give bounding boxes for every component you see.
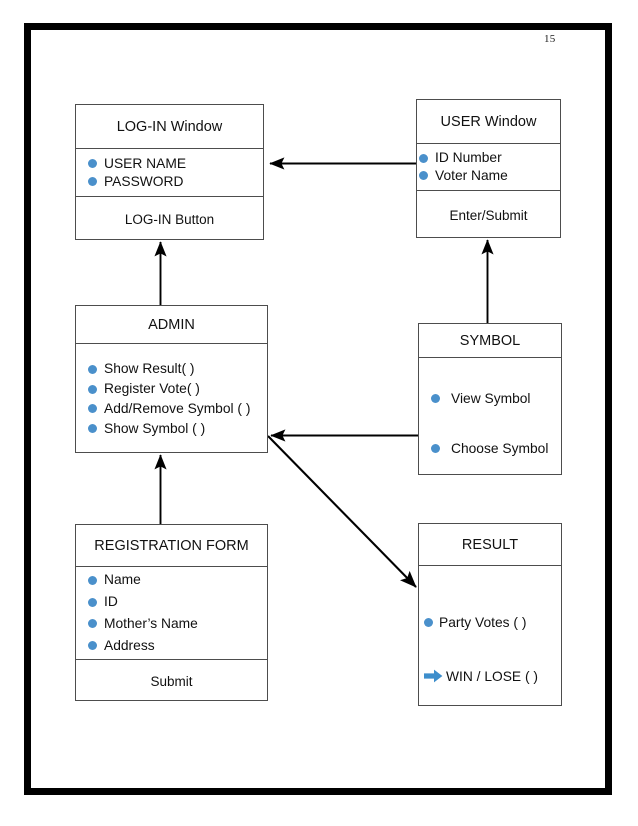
class-attributes-registration-form: Name ID Mother’s Name Address bbox=[76, 567, 267, 660]
class-box-result[interactable]: RESULT Party Votes ( ) WIN / LOSE ( ) bbox=[418, 523, 562, 706]
list-item: Register Vote( ) bbox=[88, 381, 267, 397]
list-item: Choose Symbol bbox=[431, 441, 561, 457]
list-item: Voter Name bbox=[419, 168, 560, 184]
class-attributes-admin: Show Result( ) Register Vote( ) Add/Remo… bbox=[76, 344, 267, 454]
bullet-dot-icon bbox=[88, 619, 97, 629]
list-item: Party Votes ( ) bbox=[424, 615, 561, 631]
list-item: Add/Remove Symbol ( ) bbox=[88, 401, 267, 417]
class-attributes-symbol: View Symbol Choose Symbol bbox=[419, 358, 561, 476]
bullet-dot-icon bbox=[88, 404, 97, 414]
bullet-dot-icon bbox=[88, 641, 97, 651]
list-item: ID Number bbox=[419, 150, 560, 166]
bullet-dot-icon bbox=[419, 171, 428, 181]
list-item: Address bbox=[88, 638, 267, 654]
right-arrow-bullet-icon bbox=[424, 669, 443, 683]
page-number: 15 bbox=[544, 33, 556, 45]
class-box-user-window[interactable]: USER Window ID Number Voter Name Enter/S… bbox=[416, 99, 561, 238]
class-box-admin[interactable]: ADMIN Show Result( ) Register Vote( ) Ad… bbox=[75, 305, 268, 453]
bullet-dot-icon bbox=[419, 153, 428, 163]
bullet-dot-icon bbox=[88, 384, 97, 394]
list-item: Mother’s Name bbox=[88, 616, 267, 632]
class-footer-login-window[interactable]: LOG-IN Button bbox=[124, 211, 215, 227]
list-item: WIN / LOSE ( ) bbox=[424, 669, 561, 685]
list-item: Name bbox=[88, 572, 267, 588]
class-attributes-user-window: ID Number Voter Name bbox=[417, 144, 560, 191]
class-title-registration-form: REGISTRATION FORM bbox=[76, 525, 267, 567]
bullet-dot-icon bbox=[88, 424, 97, 434]
list-item: View Symbol bbox=[431, 391, 561, 407]
class-box-registration-form[interactable]: REGISTRATION FORM Name ID Mother’s Name … bbox=[75, 524, 268, 701]
class-title-user-window: USER Window bbox=[417, 100, 560, 144]
bullet-dot-icon bbox=[424, 618, 433, 628]
bullet-dot-icon bbox=[88, 364, 97, 374]
list-item: PASSWORD bbox=[88, 174, 263, 190]
bullet-dot-icon bbox=[88, 159, 97, 169]
class-attributes-login-window: USER NAME PASSWORD bbox=[76, 149, 263, 197]
bullet-dot-icon bbox=[431, 394, 440, 404]
class-title-login-window: LOG-IN Window bbox=[76, 105, 263, 149]
list-item: ID bbox=[88, 594, 267, 610]
class-box-symbol[interactable]: SYMBOL View Symbol Choose Symbol bbox=[418, 323, 562, 475]
class-attributes-result: Party Votes ( ) WIN / LOSE ( ) bbox=[419, 566, 561, 707]
list-item: Show Symbol ( ) bbox=[88, 421, 267, 437]
class-title-result: RESULT bbox=[419, 524, 561, 566]
class-footer-registration-form[interactable]: Submit bbox=[150, 673, 193, 689]
bullet-dot-icon bbox=[88, 176, 97, 186]
bullet-dot-icon bbox=[88, 597, 97, 607]
class-title-symbol: SYMBOL bbox=[419, 324, 561, 358]
list-item: Show Result( ) bbox=[88, 361, 267, 377]
class-footer-user-window[interactable]: Enter/Submit bbox=[449, 207, 528, 223]
class-box-login-window[interactable]: LOG-IN Window USER NAME PASSWORD LOG-IN … bbox=[75, 104, 264, 240]
list-item: USER NAME bbox=[88, 156, 263, 172]
class-title-admin: ADMIN bbox=[76, 306, 267, 344]
bullet-dot-icon bbox=[88, 575, 97, 585]
bullet-dot-icon bbox=[431, 443, 440, 453]
